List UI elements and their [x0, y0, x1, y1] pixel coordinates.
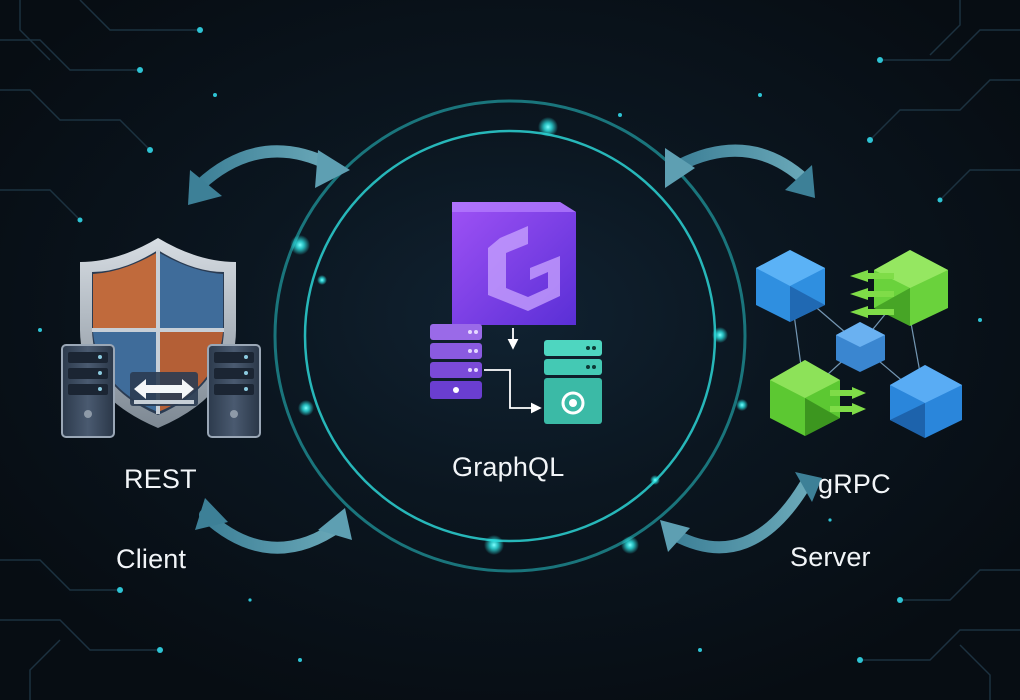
rest-label: REST	[124, 464, 197, 494]
graphql-label: GraphQL	[452, 452, 565, 482]
data-stream-arrows	[830, 270, 894, 415]
database-stack-left-icon	[430, 324, 482, 399]
server-label: Server	[790, 542, 871, 572]
network-nodes-icon	[756, 250, 962, 438]
node-blue-center	[836, 322, 885, 372]
graphql-logo-icon	[452, 202, 576, 325]
graphql-ring	[273, 99, 748, 573]
circuit-dots	[38, 27, 982, 663]
node-green-bottom-left	[770, 360, 840, 436]
node-blue-bottom-right	[890, 365, 962, 438]
server-rack-left-icon	[61, 344, 115, 438]
exchange-arrows	[188, 144, 822, 554]
server-rack-right-icon	[207, 344, 261, 438]
arrow-top-left	[188, 145, 350, 205]
database-stack-right-icon	[544, 340, 602, 424]
grpc-label: gRPC	[818, 469, 891, 499]
arrow-bottom-left	[195, 498, 352, 554]
flow-connectors	[484, 328, 542, 414]
arrow-top-right	[665, 144, 815, 198]
node-blue-top-left	[756, 250, 825, 322]
client-label: Client	[116, 544, 187, 574]
bidirectional-arrow-icon	[130, 372, 198, 406]
arrow-bottom-right	[660, 472, 822, 554]
